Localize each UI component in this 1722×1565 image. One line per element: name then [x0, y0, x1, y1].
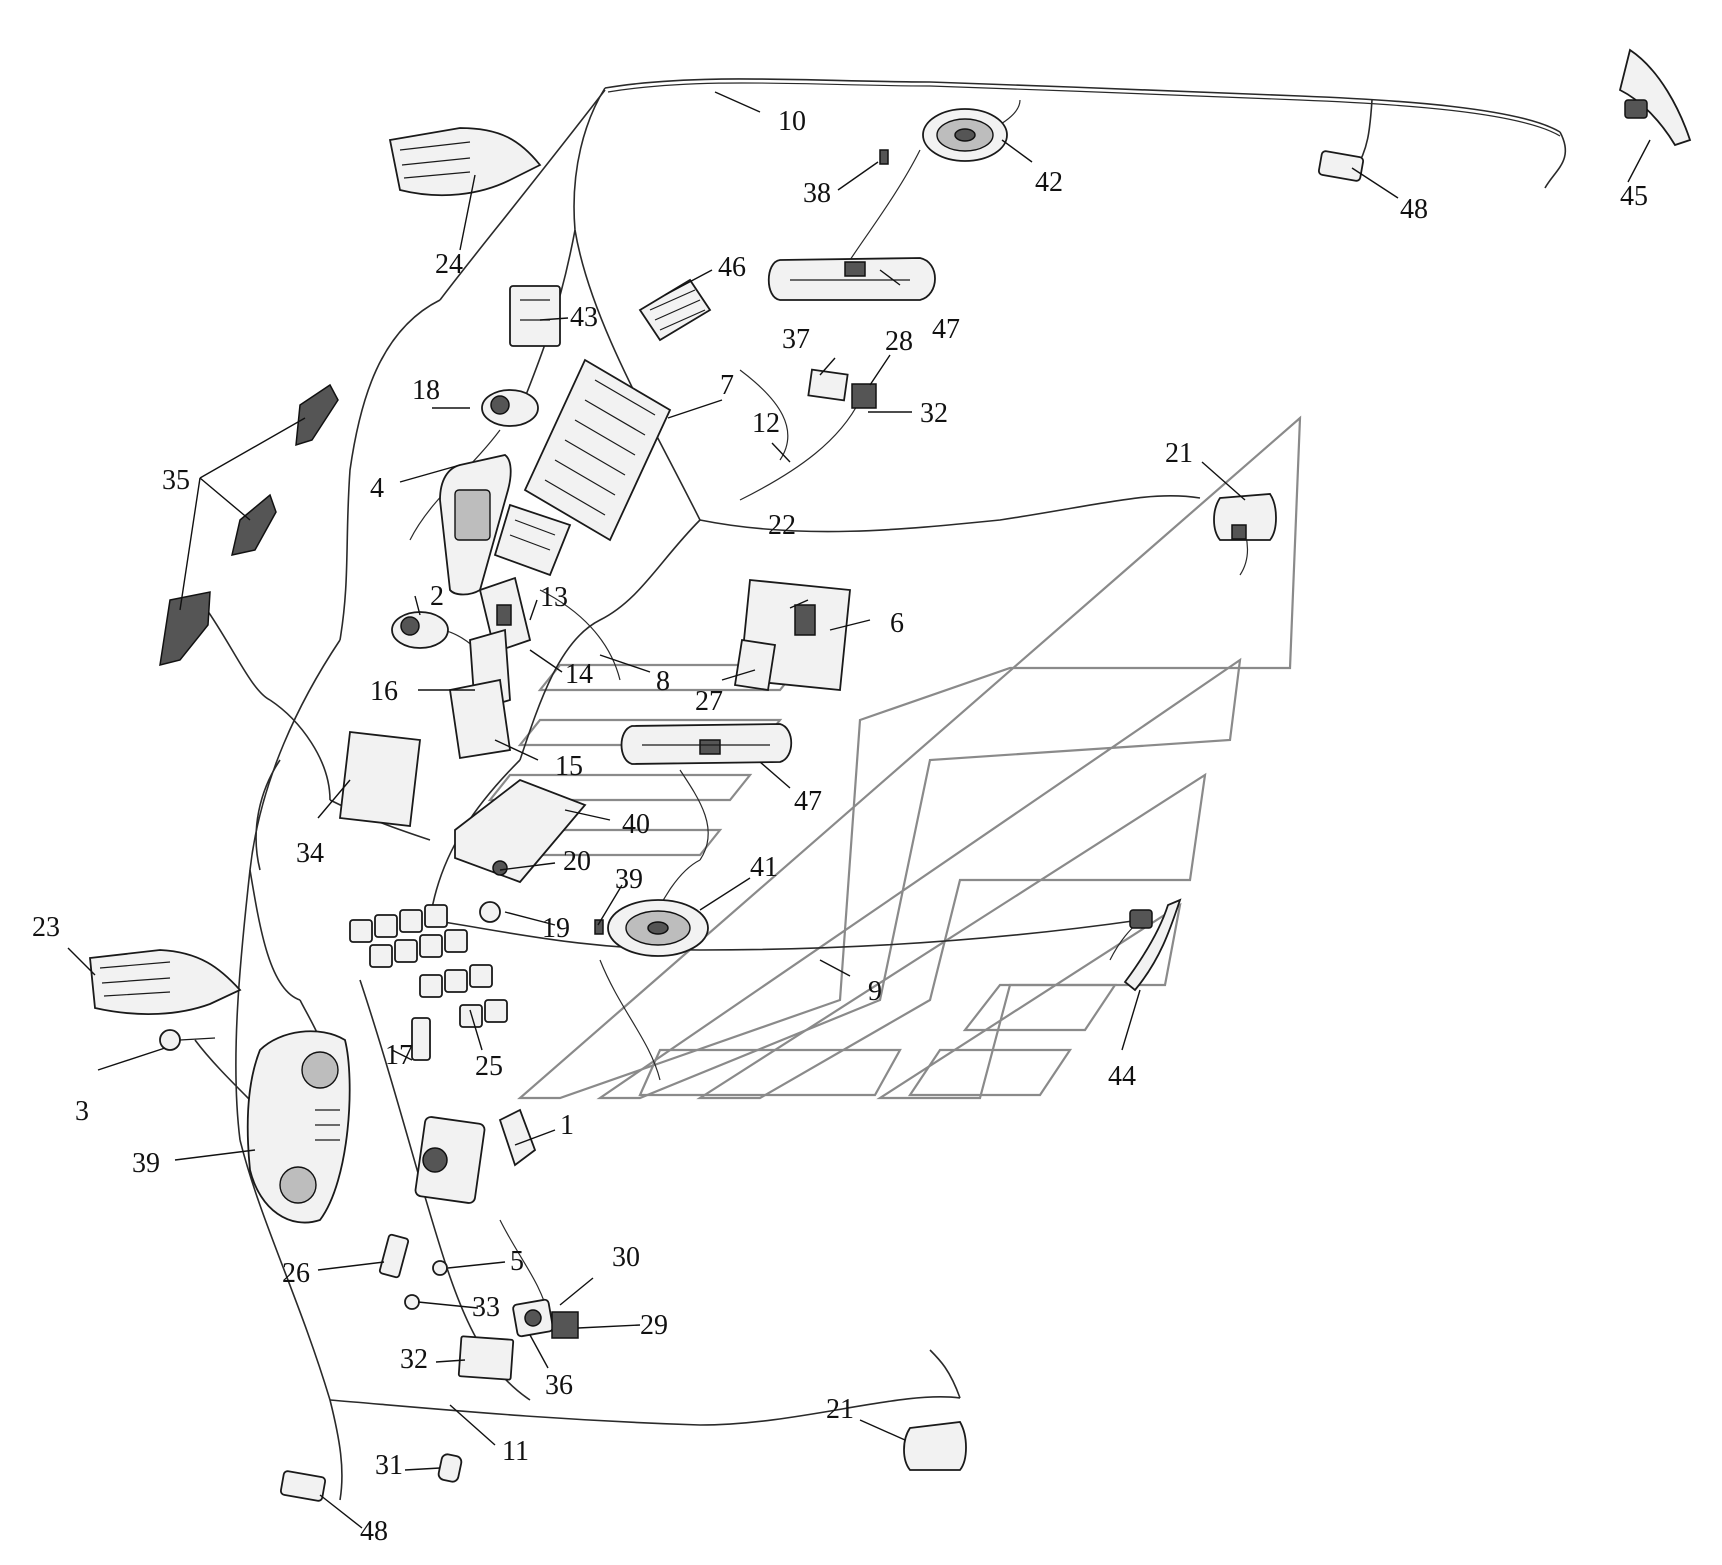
component-42-speaker: [922, 108, 1008, 162]
callout-25: 25: [475, 1051, 503, 1082]
callout-6: 6: [890, 608, 904, 639]
wiring-harness: [194, 78, 1567, 1501]
callout-8: 8: [656, 666, 670, 697]
component-39-instrument-cluster: [246, 1030, 351, 1224]
callout-5: 5: [510, 1246, 524, 1277]
callout-12: 12: [752, 408, 780, 439]
component-43: [509, 285, 561, 347]
component-44-lamp: [1123, 898, 1182, 992]
callout-19: 19: [542, 913, 570, 944]
component-17: [411, 1017, 431, 1061]
callout-15: 15: [555, 751, 583, 782]
callout-42: 42: [1035, 167, 1063, 198]
callout-37: 37: [782, 324, 810, 355]
callout-47-top: 47: [932, 314, 960, 345]
component-23: [89, 949, 242, 1015]
component-4-unit: [439, 454, 512, 596]
callout-labels: 10 42 38 48 45 24 46 47 43 37 28 32 7 12…: [32, 106, 1648, 1547]
component-21-top: [1213, 493, 1277, 541]
callout-38: 38: [803, 178, 831, 209]
callout-29: 29: [640, 1310, 668, 1341]
component-18-horn: [481, 389, 539, 427]
callout-31: 31: [375, 1450, 403, 1481]
component-31-key: [437, 1453, 463, 1483]
component-48-bottom: [279, 1470, 327, 1502]
callout-28: 28: [885, 326, 913, 357]
callout-10: 10: [778, 106, 806, 137]
component-24: [388, 127, 542, 197]
callout-36: 36: [545, 1370, 573, 1401]
callout-7: 7: [720, 370, 734, 401]
callout-27: 27: [695, 686, 723, 717]
callout-32-top: 32: [920, 398, 948, 429]
component-47-mid: [620, 723, 793, 765]
callout-23: 23: [32, 912, 60, 943]
callout-20: 20: [563, 846, 591, 877]
callout-34: 34: [296, 838, 324, 869]
component-2-horn: [391, 611, 449, 649]
callout-44: 44: [1108, 1061, 1136, 1092]
callout-41: 41: [750, 852, 778, 883]
callout-17: 17: [385, 1040, 413, 1071]
component-37-28: [807, 368, 877, 409]
component-21-bottom: [903, 1421, 967, 1471]
callout-24: 24: [435, 249, 463, 280]
component-34-box: [339, 731, 421, 827]
component-26: [378, 1233, 410, 1279]
callout-33: 33: [472, 1292, 500, 1323]
component-35-brackets: [159, 383, 339, 667]
component-48-top: [1317, 150, 1365, 182]
callout-48-top: 48: [1400, 194, 1428, 225]
callout-13: 13: [540, 582, 568, 613]
component-5-33: [404, 1260, 448, 1310]
callout-11: 11: [502, 1436, 529, 1467]
component-15: [448, 678, 512, 760]
component-25-relay-block: [349, 904, 508, 1028]
callout-32-bottom: 32: [400, 1344, 428, 1375]
component-47-top: [767, 257, 936, 301]
callout-4: 4: [370, 473, 384, 504]
callout-22: 22: [768, 510, 796, 541]
callout-39-top: 39: [615, 864, 643, 895]
component-13-module: [493, 503, 572, 577]
callout-46: 46: [718, 252, 746, 283]
callout-45: 45: [1620, 181, 1648, 212]
callout-9: 9: [868, 976, 882, 1007]
callout-21-top: 21: [1165, 438, 1193, 469]
callout-16: 16: [370, 676, 398, 707]
callout-48-bottom: 48: [360, 1516, 388, 1547]
callout-47-mid: 47: [794, 786, 822, 817]
callout-3: 3: [75, 1096, 89, 1127]
leader-lines: [67, 91, 1651, 1529]
component-20: [479, 901, 501, 923]
callout-21-bottom: 21: [826, 1394, 854, 1425]
component-45-lamp: [1618, 48, 1692, 147]
callout-35: 35: [162, 465, 190, 496]
callout-30: 30: [612, 1242, 640, 1273]
component-3-sensor: [159, 1029, 216, 1051]
callout-43: 43: [570, 302, 598, 333]
component-27: [733, 638, 777, 692]
callout-39-bottom: 39: [132, 1148, 160, 1179]
component-1-switch: [414, 1108, 537, 1204]
callout-1: 1: [560, 1110, 574, 1141]
component-41-speaker: [607, 899, 709, 957]
component-40-radio: [454, 778, 587, 884]
component-38-19-39-connectors: [594, 149, 889, 935]
component-32-bottom: [457, 1335, 515, 1381]
callout-40: 40: [622, 809, 650, 840]
callout-2: 2: [430, 581, 444, 612]
callout-18: 18: [412, 375, 440, 406]
component-7-module: [523, 358, 672, 542]
callout-14: 14: [565, 659, 593, 690]
callout-26: 26: [282, 1258, 310, 1289]
component-36-30-29: [512, 1298, 579, 1339]
